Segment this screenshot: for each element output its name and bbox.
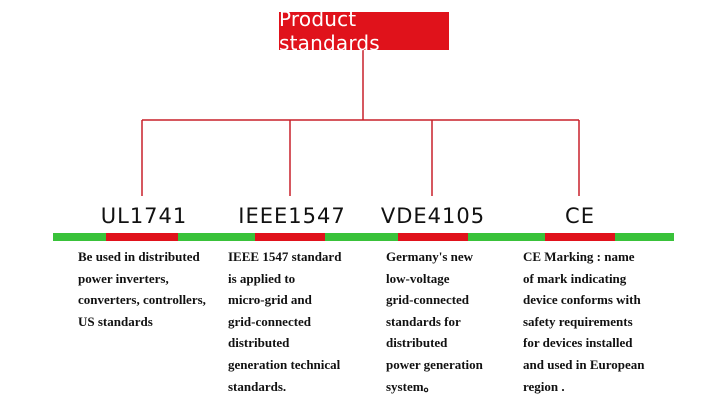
- standard-label-vde4105: VDE4105: [380, 204, 486, 228]
- bar-segment-red-ieee1547: [255, 233, 325, 241]
- bar-segment-green: [615, 233, 674, 241]
- standard-label-ul1741: UL1741: [100, 204, 188, 228]
- bar-segment-green: [53, 233, 106, 241]
- standard-label-ieee1547: IEEE1547: [238, 204, 346, 228]
- bar-segment-red-ce: [545, 233, 615, 241]
- bar-segment-green: [178, 233, 255, 241]
- standard-label-ce: CE: [565, 204, 595, 228]
- bar-segment-green: [325, 233, 398, 241]
- title-box: Product standards: [279, 7, 449, 55]
- bar-segment-green: [468, 233, 545, 241]
- divider-bar: [53, 233, 674, 241]
- bar-segment-red-vde4105: [398, 233, 468, 241]
- title-text: Product standards: [279, 7, 380, 55]
- description-ul1741: Be used in distributed power inverters, …: [78, 249, 206, 329]
- description-vde4105: Germany's new low-voltage grid-connected…: [386, 249, 483, 394]
- description-ieee1547: IEEE 1547 standard is applied to micro-g…: [228, 249, 342, 394]
- bar-segment-red-ul1741: [106, 233, 178, 241]
- description-ce: CE Marking : name of mark indicating dev…: [523, 249, 645, 394]
